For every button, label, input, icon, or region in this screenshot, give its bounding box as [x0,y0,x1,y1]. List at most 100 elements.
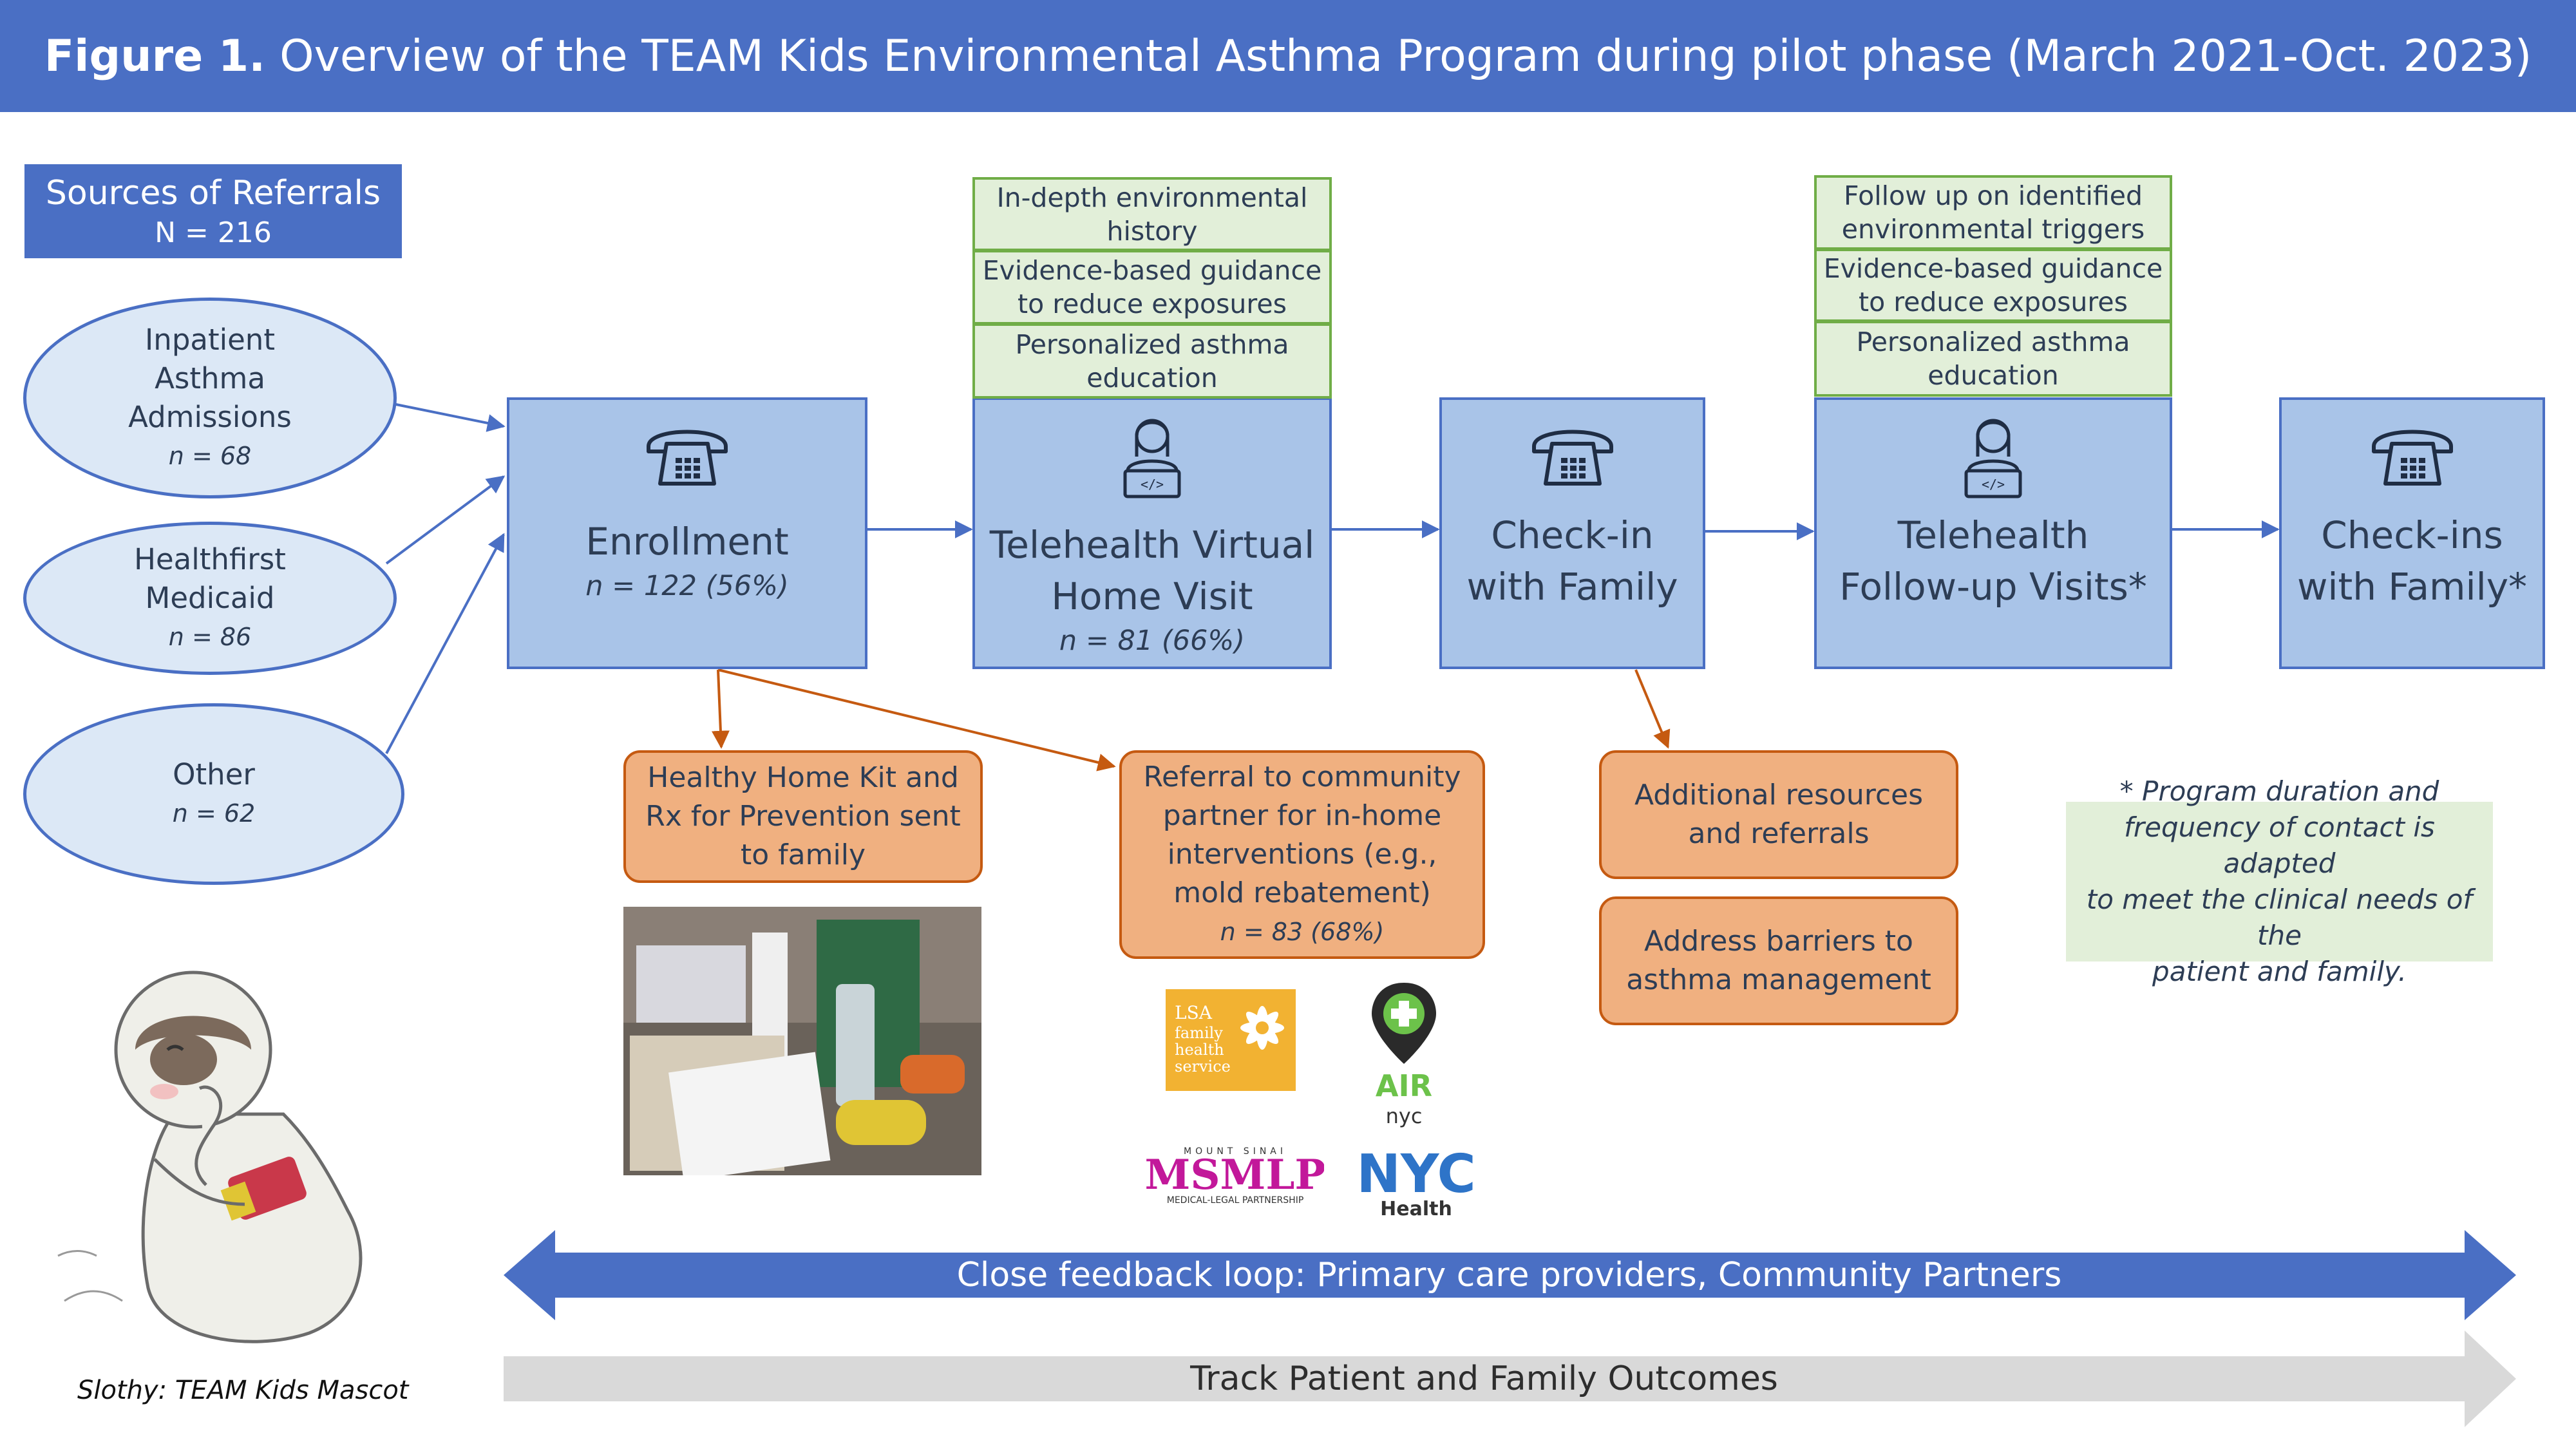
slothy-mascot [57,971,363,1343]
source-healthfirst: Healthfirst Medicaid n = 86 [23,522,397,675]
output-line: Address barriers to [1644,925,1913,958]
lsa-logo-text: service [1175,1057,1231,1075]
arrow-checkin-to-resources [1634,669,1671,749]
step-title-line2: Follow-up Visits* [1839,565,2147,609]
component-line: education [1927,360,2059,391]
telehealth-provider-icon: </> [1964,419,2022,498]
referrals-heading: Sources of Referrals [45,174,381,213]
lsa-logo-text: LSA [1175,1002,1213,1023]
mascot-caption: Slothy: TEAM Kids Mascot [77,1376,409,1405]
step-virtual-home-visit: </> Telehealth Virtual Home Visit n = 81… [972,397,1332,669]
component-line: environmental triggers [1841,214,2145,245]
air-nyc-logo: AIR nyc [1372,983,1436,1128]
nyc-health-logo: NYC Health [1356,1150,1475,1219]
component-line: history [1106,215,1198,247]
note-line: frequency of contact is adapted [2124,811,2435,879]
component-line: education [1086,362,1218,393]
component-line: Evidence-based guidance [982,255,1322,286]
telephone-icon [2371,430,2453,486]
lsa-logo-text: family [1175,1024,1223,1042]
step-title-line1: Telehealth Virtual [989,523,1315,567]
air-logo-text: AIR [1376,1068,1432,1103]
program-duration-note: * Program duration and frequency of cont… [2066,775,2493,987]
nyc-logo-sub: Health [1380,1198,1452,1219]
component-line: Follow up on identified [1844,180,2143,211]
telephone-icon [647,430,728,486]
note-line: patient and family. [2152,956,2407,987]
step-follow-up-visits: </> Telehealth Follow-up Visits* [1814,397,2172,669]
telephone-icon [1531,430,1613,486]
output-line: mold rebatement) [1173,876,1431,909]
step-title-line2: with Family* [2297,565,2528,609]
output-line: Additional resources [1634,779,1924,811]
output-line: to family [741,838,866,871]
source-inpatient: Inpatient Asthma Admissions n = 68 [23,298,397,498]
source-other: Other n = 62 [23,703,404,885]
output-address-barriers: Address barriers to asthma management [1599,896,1958,1025]
output-healthy-home-kit: Healthy Home Kit and Rx for Prevention s… [623,750,983,883]
output-line: and referrals [1688,817,1870,850]
feedback-loop-arrow [504,1230,2516,1320]
referrals-total: N = 216 [155,216,272,249]
telehealth-provider-icon: </> [1123,419,1181,498]
arrow-healthfirst-to-enrollment [385,475,506,565]
output-line: Referral to community [1143,761,1461,793]
msmlp-logo: MOUNT SINAI MSMLP MEDICAL-LEGAL PARTNERS… [1146,1146,1324,1206]
step-count: n = 122 (56%) [585,570,789,602]
step-enrollment: Enrollment n = 122 (56%) [507,397,867,669]
outcomes-label: Track Patient and Family Outcomes [1190,1359,1778,1398]
nyc-logo-main: NYC [1356,1150,1475,1205]
step-title: Enrollment [585,520,789,564]
step-title-line2: Home Visit [1051,574,1253,618]
output-community-referral: Referral to community partner for in-hom… [1119,750,1485,959]
component-line: Personalized asthma [1015,328,1289,360]
source-count: n = 68 [168,442,252,470]
arrow-enrollment-to-referral [717,668,1116,772]
outcomes-arrow [504,1331,2516,1427]
air-logo-subtext: nyc [1386,1104,1423,1128]
figure-title: Overview of the TEAM Kids Environmental … [279,30,2532,82]
step-check-in: Check-in with Family [1439,397,1705,669]
note-line: to meet the clinical needs of the [2086,884,2473,951]
msmlp-logo-sub: MEDICAL-LEGAL PARTNERSHIP [1167,1195,1304,1206]
source-label-line: Healthfirst [134,542,286,576]
feedback-loop-label: Close feedback loop: Primary care provid… [956,1256,2062,1294]
source-label-line: Other [173,757,255,791]
arrow-inpatient-to-enrollment [395,403,506,432]
output-line: Rx for Prevention sent [645,800,961,833]
component-line: Personalized asthma [1856,327,2130,357]
source-count: n = 62 [172,799,256,828]
output-count: n = 83 (68%) [1220,918,1385,946]
figure-label: Figure 1. [44,30,266,82]
msmlp-logo-top: MOUNT SINAI [1184,1146,1287,1157]
output-additional-resources: Additional resources and referrals [1599,750,1958,879]
svg-text:</>: </> [1141,477,1164,492]
lsa-logo-text: health [1175,1041,1224,1059]
component-line: to reduce exposures [1859,287,2128,317]
step-title-line1: Check-in [1491,513,1654,557]
output-line: partner for in-home [1162,799,1442,832]
figure-header: Figure 1. Overview of the TEAM Kids Envi… [0,0,2576,112]
component-line: to reduce exposures [1018,289,1287,319]
step-count: n = 81 (66%) [1059,625,1245,657]
step-check-ins: Check-ins with Family* [2279,397,2545,669]
lsa-family-health-logo: LSA family health service [1166,989,1296,1091]
output-line: Healthy Home Kit and [647,761,959,794]
output-line: interventions (e.g., [1167,838,1437,871]
output-line: asthma management [1626,963,1931,996]
source-count: n = 86 [168,623,252,651]
source-label-line: Asthma [155,361,265,395]
step-title-line1: Telehealth [1897,513,2089,557]
component-line: In-depth environmental [996,182,1308,213]
healthy-home-kit-photo [623,907,981,1175]
svg-text:</>: </> [1982,477,2005,492]
msmlp-logo-main: MSMLP [1146,1151,1324,1199]
source-label-line: Inpatient [145,323,275,357]
